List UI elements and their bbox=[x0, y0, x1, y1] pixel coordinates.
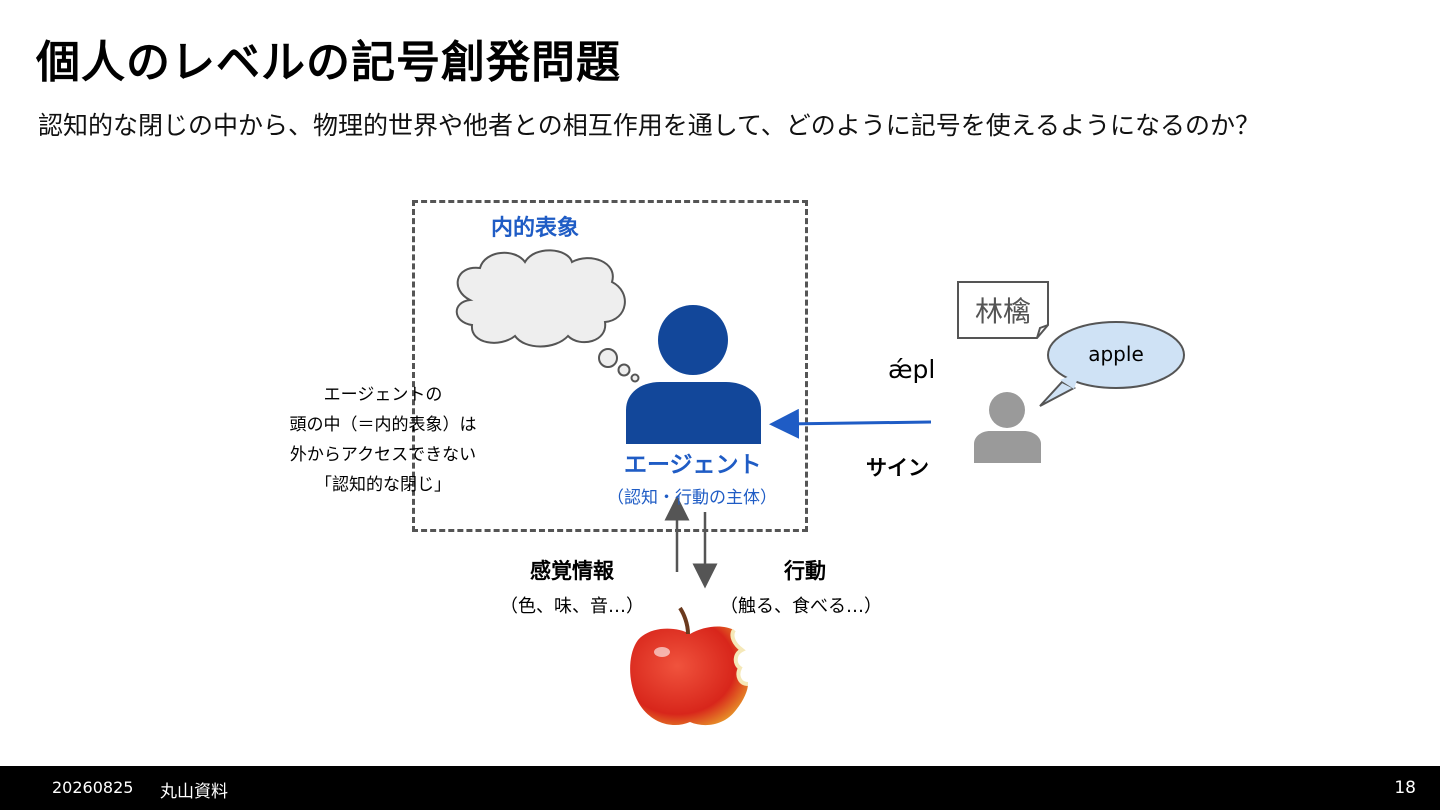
slide-subtitle: 認知的な閉じの中から、物理的世界や他者との相互作用を通して、どのように記号を使え… bbox=[38, 111, 1261, 140]
kanji-card-icon bbox=[957, 281, 1049, 339]
action-label: 行動 bbox=[784, 559, 826, 583]
agent-label: エージェント bbox=[624, 452, 762, 478]
sign-arrow bbox=[769, 408, 932, 439]
phonetic-text: ǽpl bbox=[888, 355, 936, 384]
inner-representation-label: 内的表象 bbox=[491, 216, 580, 241]
agent-person-icon bbox=[626, 305, 761, 444]
note-line: 外からアクセスできない bbox=[289, 445, 477, 465]
speech-bubble-icon bbox=[1039, 321, 1185, 407]
kanji-card-text: 林檎 bbox=[974, 295, 1031, 328]
page-number: 18 bbox=[1394, 778, 1416, 798]
cognitive-closure-boundary bbox=[412, 200, 808, 532]
cognitive-closure-note: エージェントの 頭の中（＝内的表象）は 外からアクセスできない 「認知的な閉じ」 bbox=[268, 380, 498, 500]
sensory-info-label: 感覚情報 bbox=[530, 559, 614, 583]
note-line: エージェントの bbox=[323, 385, 443, 405]
speech-bubble-text: apple bbox=[1088, 342, 1144, 366]
other-person-icon bbox=[974, 392, 1041, 463]
agent-subtitle: （認知・行動の主体） bbox=[607, 488, 777, 508]
footer-document: 丸山資料 bbox=[160, 782, 228, 802]
bitten-apple-icon bbox=[630, 606, 749, 726]
sensory-info-examples: （色、味、音…） bbox=[500, 596, 644, 617]
slide-title: 個人のレベルの記号創発問題 bbox=[36, 37, 621, 88]
thought-cloud-icon bbox=[455, 249, 640, 383]
footer-date: 20260825 bbox=[52, 778, 134, 797]
action-examples: （触る、食べる…） bbox=[720, 596, 882, 617]
footer-bar: 20260825 丸山資料 18 bbox=[0, 766, 1440, 810]
note-line: 頭の中（＝内的表象）は bbox=[289, 415, 477, 435]
sign-label: サイン bbox=[866, 456, 929, 480]
note-line: 「認知的な閉じ」 bbox=[315, 475, 451, 495]
